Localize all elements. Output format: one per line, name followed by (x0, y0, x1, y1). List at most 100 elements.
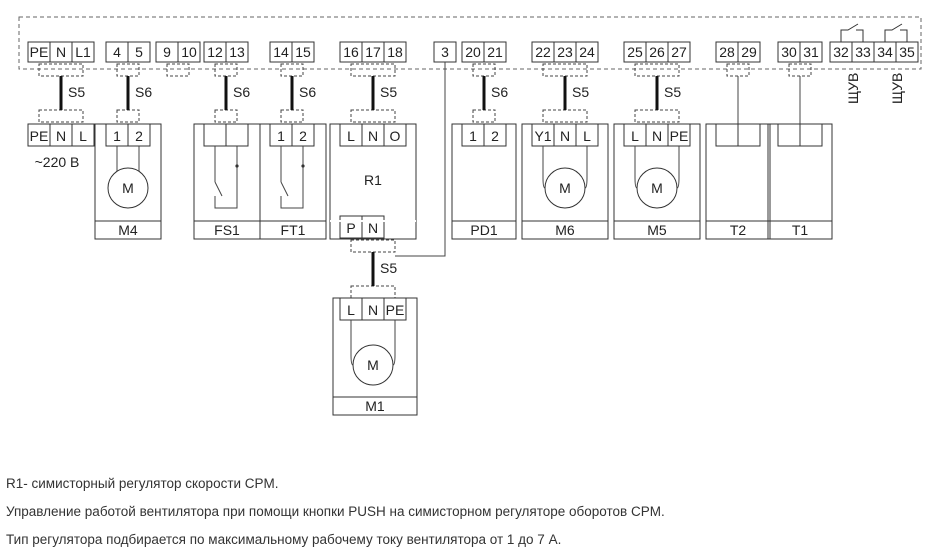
terminal-label: 20 (465, 44, 481, 60)
terminal-label: 24 (579, 44, 595, 60)
motor-icon (352, 344, 394, 386)
device-terminal-label: N (652, 128, 662, 144)
terminal-label: 10 (181, 44, 197, 60)
cable-connectors (38, 63, 812, 299)
device-terminal-label: 1 (113, 128, 121, 144)
motor-symbol: M (559, 180, 571, 196)
supply-terminal-l: L (79, 128, 87, 144)
terminal-label: 28 (719, 44, 735, 60)
device-label: T2 (730, 222, 747, 238)
supply-terminals (27, 123, 95, 147)
terminal-label: 31 (803, 44, 819, 60)
terminal-label: 9 (163, 44, 171, 60)
relay-contact-icon (840, 23, 908, 42)
r1-bottom-terminal: P (346, 220, 355, 236)
device-terminal-label: 2 (299, 128, 307, 144)
device-terminal-label: O (390, 128, 401, 144)
shuv-label-2: ЩУВ (889, 73, 905, 104)
cable-label: S6 (299, 84, 316, 100)
terminal-label: 5 (135, 44, 143, 60)
cable-label: S6 (491, 84, 508, 100)
terminal-label: 22 (535, 44, 551, 60)
device-terminal-label: N (368, 128, 378, 144)
motor-symbol: M (651, 180, 663, 196)
note-push: Управление работой вентилятора при помощ… (6, 504, 665, 519)
motor-icon (544, 167, 586, 209)
cable-label: S5 (380, 84, 397, 100)
device-terminal-label: 1 (469, 128, 477, 144)
note-current: Тип регулятора подбирается по максимальн… (6, 532, 562, 547)
supply-terminal-pe: PE (30, 128, 49, 144)
device-terminal-label: N (368, 302, 378, 318)
motor-symbol: M (122, 180, 134, 196)
device-terminal-label: 2 (491, 128, 499, 144)
cable-label: S5 (664, 84, 681, 100)
device-t2: T2 (705, 123, 771, 240)
device-t1: T1 (767, 123, 833, 240)
supply-voltage: ~220 В (35, 154, 80, 170)
device-terminal-label: L (347, 302, 355, 318)
device-fs1: FS1 (193, 123, 261, 240)
terminal-label: 34 (877, 44, 893, 60)
motor-symbol: M (367, 357, 379, 373)
device-terminal-label: PE (386, 302, 405, 318)
terminal-label: 35 (899, 44, 915, 60)
motor-icon (107, 167, 149, 209)
r1-center-label: R1 (364, 172, 382, 188)
device-label: FS1 (214, 222, 240, 238)
terminal-label: 18 (387, 44, 403, 60)
terminal-label: 33 (855, 44, 871, 60)
terminal-block (27, 41, 919, 63)
cable-label: S6 (233, 84, 250, 100)
device-label: M4 (118, 222, 138, 238)
terminal-label: 30 (781, 44, 797, 60)
device-terminal-label: L (583, 128, 591, 144)
terminal-label: 25 (627, 44, 643, 60)
terminal-label: 17 (365, 44, 381, 60)
terminal-label: 15 (295, 44, 311, 60)
device-label: PD1 (470, 222, 497, 238)
terminal-label: 26 (649, 44, 665, 60)
device-terminal-label: 2 (135, 128, 143, 144)
terminal-label: 21 (487, 44, 503, 60)
cables (59, 76, 659, 286)
r1-bottom-terminal: N (368, 220, 378, 236)
shuv-label-1: ЩУВ (845, 73, 861, 104)
device-label: T1 (792, 222, 809, 238)
motor-icon (636, 167, 678, 209)
device-label: FT1 (281, 222, 306, 238)
device-terminal-label: N (560, 128, 570, 144)
device-terminal-label: 1 (277, 128, 285, 144)
terminal-label: N (56, 44, 66, 60)
terminal-label: 32 (833, 44, 849, 60)
device-terminal-label: L (347, 128, 355, 144)
terminal-label: 3 (441, 44, 449, 60)
terminal-label: 29 (741, 44, 757, 60)
cable-label: S6 (135, 84, 152, 100)
controller-outline (18, 16, 922, 70)
device-label: M1 (365, 398, 385, 414)
terminal-label: PE (30, 44, 49, 60)
terminal-label: 4 (113, 44, 121, 60)
terminal-label: 13 (229, 44, 245, 60)
cable-label: S5 (68, 84, 85, 100)
terminal-label: 16 (343, 44, 359, 60)
device-terminal-label: PE (670, 128, 689, 144)
device-terminal-label: L (631, 128, 639, 144)
note-r1: R1- симисторный регулятор скорости CPM. (6, 476, 279, 491)
supply-terminal-n: N (56, 128, 66, 144)
terminal-label: 23 (557, 44, 573, 60)
switch-contact-icon (280, 181, 289, 197)
terminal-label: L1 (75, 44, 91, 60)
device-label: M5 (647, 222, 667, 238)
cable-label: S5 (572, 84, 589, 100)
switch-contact-icon (214, 181, 223, 197)
terminal-label: 12 (207, 44, 223, 60)
